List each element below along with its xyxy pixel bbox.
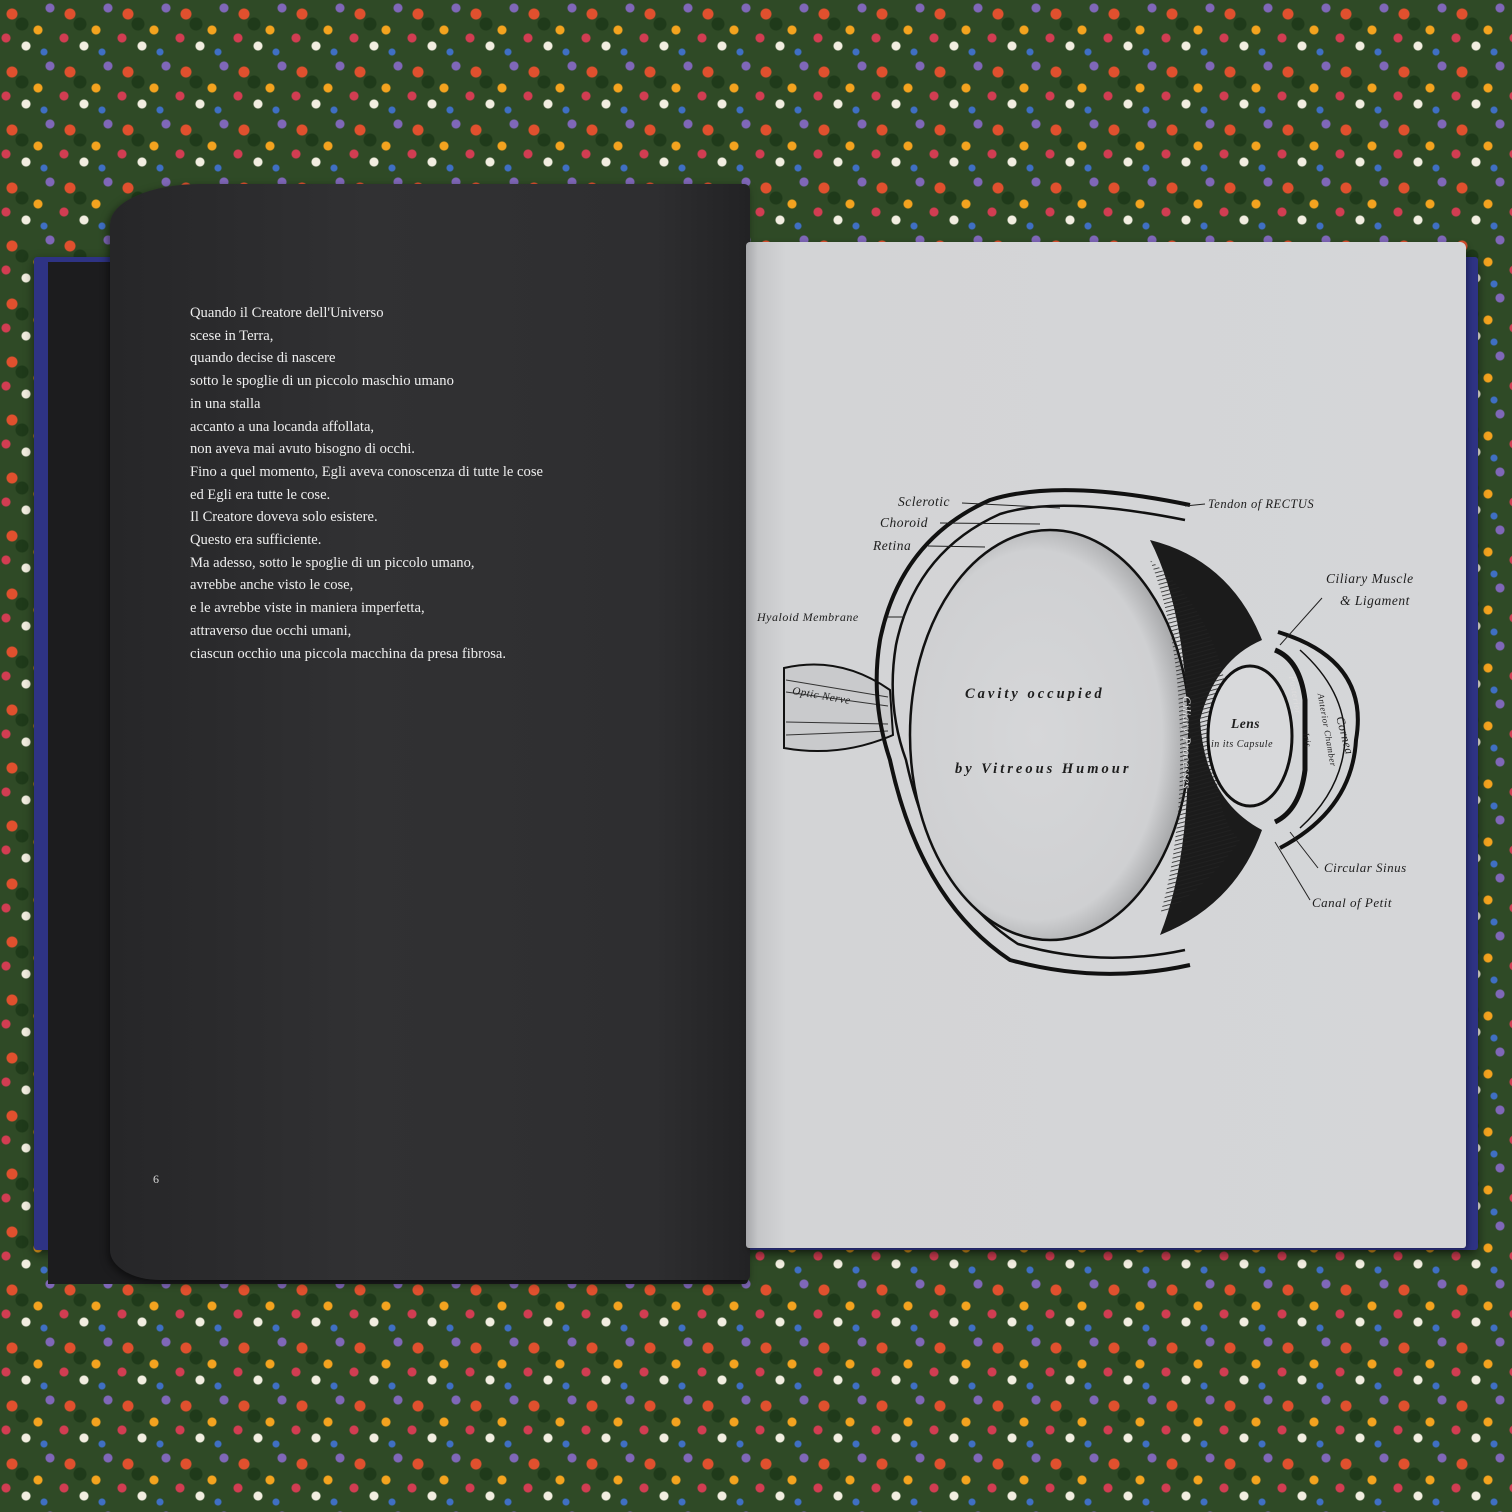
label-sclerotic: Sclerotic	[898, 494, 950, 509]
label-lens-capsule: in its Capsule	[1211, 739, 1274, 750]
label-hyaloid: Hyaloid Membrane	[757, 610, 859, 624]
label-ciliary-muscle-1: Ciliary Muscle	[1326, 571, 1414, 586]
poem-line: Fino a quel momento, Egli aveva conoscen…	[190, 463, 543, 480]
left-page	[110, 184, 750, 1280]
poem-line: accanto a una locanda affollata,	[190, 418, 375, 435]
eyeball-shape	[874, 488, 1360, 976]
label-tendon: Tendon of RECTUS	[1208, 497, 1315, 511]
poem-line: ed Egli era tutte le cose.	[190, 486, 331, 503]
label-ciliary-muscle-2: & Ligament	[1340, 593, 1410, 608]
label-choroid: Choroid	[880, 515, 929, 530]
label-cavity-2: by Vitreous Humour	[955, 761, 1132, 777]
leader-lines	[886, 502, 1323, 901]
poem-line: sotto le spoglie di un piccolo maschio u…	[190, 373, 454, 390]
optic-nerve-shape	[783, 663, 895, 752]
label-lens: Lens	[1231, 716, 1260, 731]
label-canal-petit: Canal of Petit	[1312, 895, 1392, 910]
poem-line: in una stalla	[190, 395, 261, 412]
poem-line: quando decise di nascere	[190, 350, 336, 367]
poem-line: Questo era sufficiente.	[190, 532, 322, 549]
label-ciliary-processes: Ciliary Processes	[1180, 695, 1195, 790]
poem-line: ciascun occhio una piccola macchina da p…	[190, 645, 507, 662]
poem-line: Ma adesso, sotto le spoglie di un piccol…	[190, 554, 475, 571]
label-cavity-1: Cavity occupied	[965, 686, 1105, 702]
poem-line: non aveva mai avuto bisogno di occhi.	[190, 441, 415, 458]
poem-line: avrebbe anche visto le cose,	[190, 577, 354, 594]
poem-line: Quando il Creatore dell'Universo	[190, 305, 384, 321]
poem-line: e le avrebbe viste in maniera imperfetta…	[190, 600, 425, 617]
poem-text: Quando il Creatore dell'Universo scese i…	[190, 302, 730, 665]
page-number: 6	[153, 1172, 159, 1186]
label-circular-sinus: Circular Sinus	[1324, 860, 1407, 875]
label-retina: Retina	[873, 538, 912, 553]
poem-line: attraverso due occhi umani,	[190, 622, 352, 639]
poem-line: scese in Terra,	[190, 327, 274, 344]
poem-line: Il Creatore doveva solo esistere.	[190, 509, 378, 526]
